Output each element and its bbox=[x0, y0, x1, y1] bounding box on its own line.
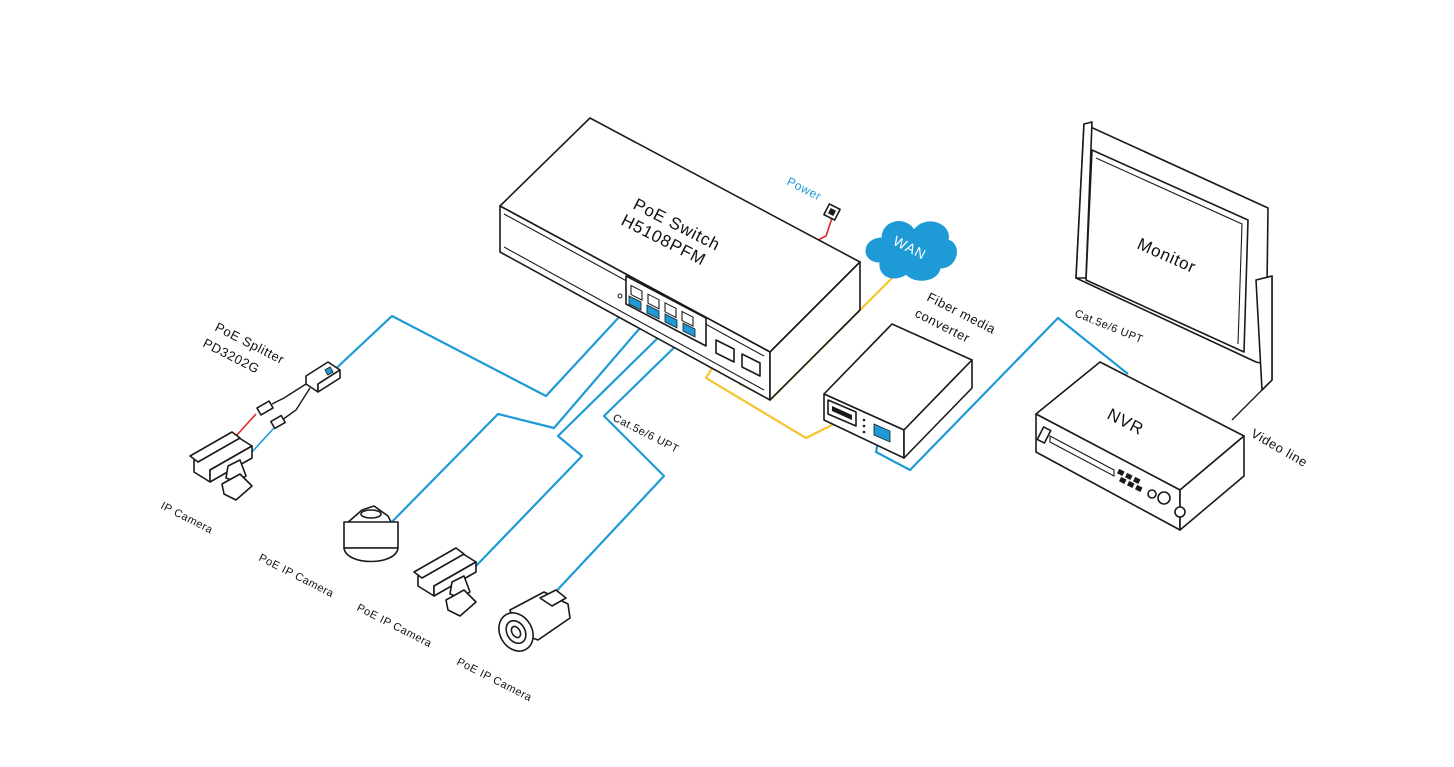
power-cable-splitter-to-camera bbox=[235, 413, 257, 437]
power-label: Power bbox=[785, 174, 824, 203]
dome-camera-icon: PoE IP Camera bbox=[257, 505, 399, 600]
poe-cable-splitter-to-camera bbox=[251, 427, 275, 453]
video-line-label: Video line bbox=[1249, 426, 1311, 470]
sfp-slot-2 bbox=[741, 353, 761, 377]
sfp-slot-1 bbox=[715, 339, 735, 363]
poe-cable-to-dome-camera bbox=[381, 313, 653, 533]
camera-label-2: PoE IP Camera bbox=[257, 552, 336, 600]
camera-label-4: PoE IP Camera bbox=[455, 656, 534, 704]
nvr: NVR Video line Cat.5e/6 UPT bbox=[1035, 308, 1311, 531]
poe-cable-to-bullet-camera bbox=[547, 333, 689, 601]
rj45-port-blue bbox=[873, 423, 891, 443]
poe-splitter: PoE Splitter PD3202G bbox=[201, 319, 341, 430]
poe-cable-to-splitter bbox=[327, 301, 634, 398]
nvr-buttons bbox=[1116, 468, 1186, 518]
wan-cloud-icon: WAN bbox=[865, 221, 957, 281]
ip-camera-box-icon: IP Camera bbox=[159, 431, 253, 537]
cable-label-nvr: Cat.5e/6 UPT bbox=[1073, 308, 1145, 346]
poe-cable-to-box-camera bbox=[475, 325, 671, 567]
bullet-camera-icon: Cat.5e/6 UPT PoE IP Camera bbox=[455, 412, 681, 704]
box-camera-icon: PoE IP Camera bbox=[355, 547, 477, 650]
rj45-ports bbox=[628, 284, 696, 338]
poe-switch: PoE Switch H5108PFM bbox=[499, 117, 861, 401]
monitor: Monitor bbox=[1075, 121, 1273, 391]
power-socket: Power bbox=[785, 174, 841, 221]
camera-label-3: PoE IP Camera bbox=[355, 602, 434, 650]
camera-label-1: IP Camera bbox=[159, 500, 215, 537]
